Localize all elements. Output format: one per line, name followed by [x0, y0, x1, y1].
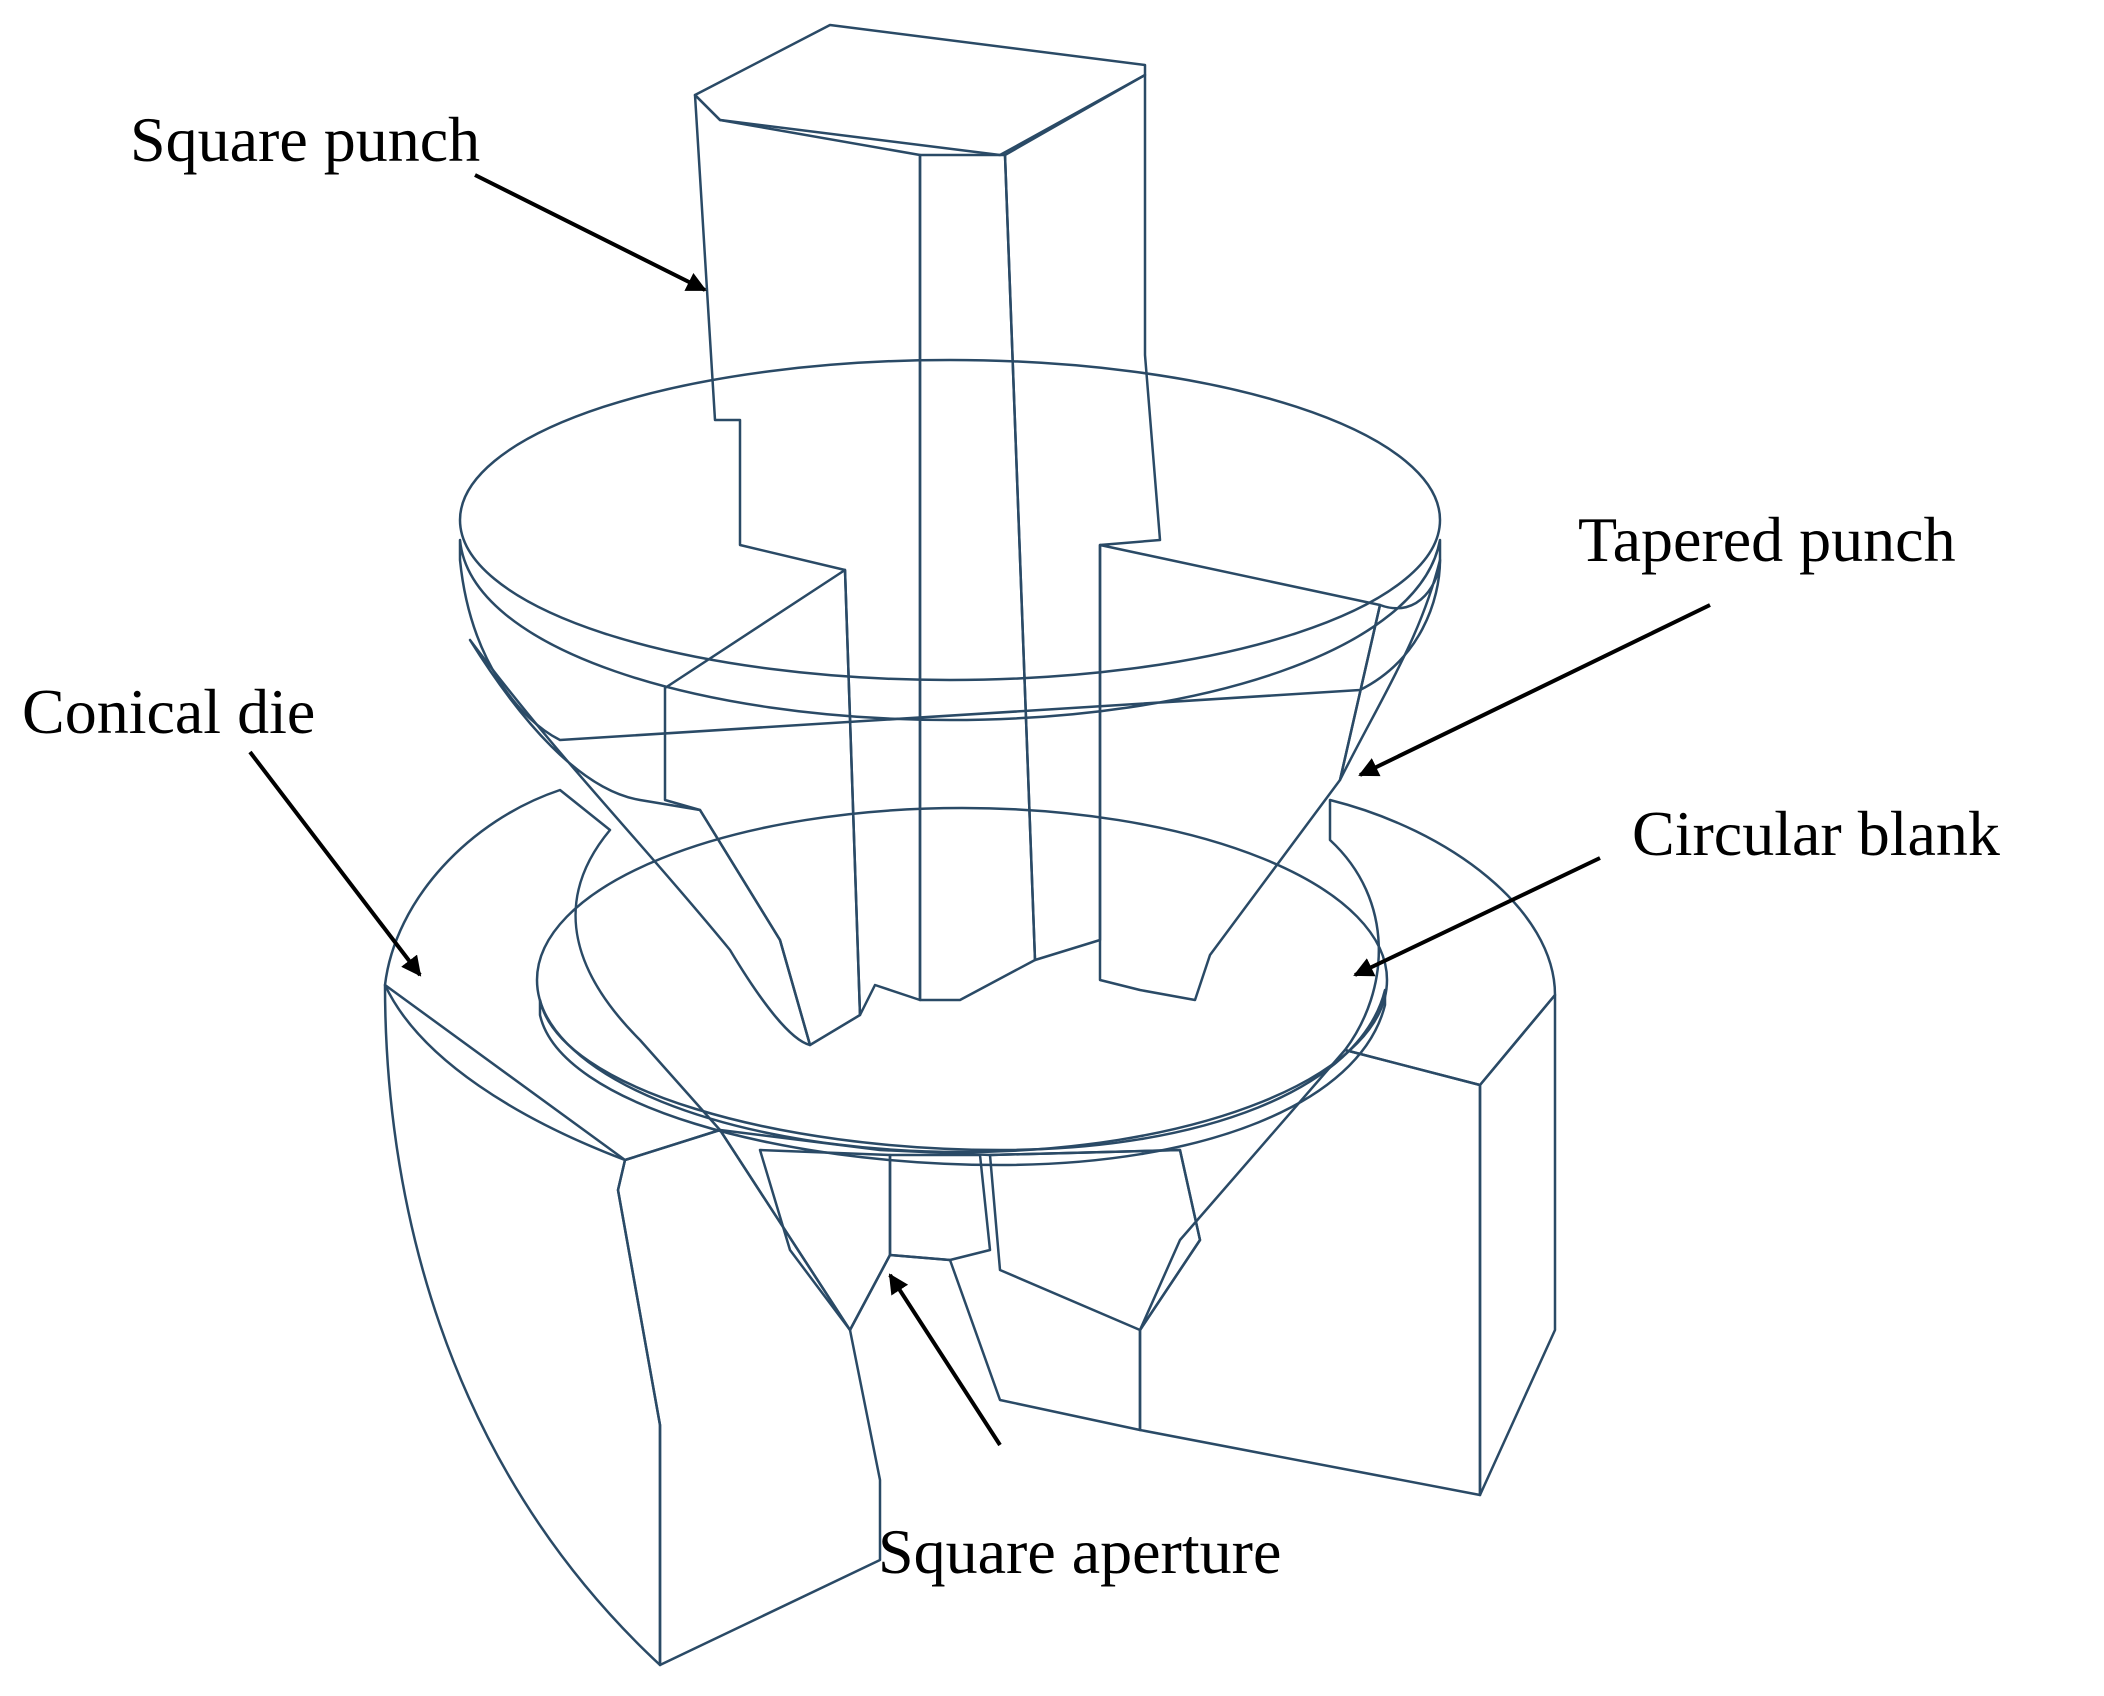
tapered-punch-face-right: [1098, 543, 1382, 1002]
tapered-punch-flange-top: [458, 358, 1442, 682]
label-circular-blank: Circular blank: [1632, 798, 2000, 869]
label-tapered-punch: Tapered punch: [1578, 504, 1956, 575]
square-aperture-face: [888, 1153, 992, 1262]
arrow-square-aperture: [888, 1273, 1002, 1447]
square-punch-center-face: [918, 153, 1037, 1002]
tapered-punch-flange-side: [458, 538, 1442, 742]
arrow-tapered-punch: [1358, 603, 1711, 777]
tapered-punch-cone-left: [468, 638, 812, 1047]
tapered-punch: [458, 358, 1442, 1047]
square-aperture-side: [758, 1148, 892, 1332]
die-right-cut-face: [1138, 1048, 1482, 1497]
square-punch-right-face: [1003, 73, 1162, 962]
arrow-conical-die: [248, 750, 422, 977]
die-left-wall: [383, 983, 662, 1667]
die-left-top: [383, 788, 722, 1162]
square-punch-left-face: [693, 93, 922, 1017]
label-square-punch: Square punch: [130, 104, 481, 175]
arrows: [248, 173, 1711, 1447]
label-conical-die: Conical die: [22, 676, 316, 747]
die-right-top: [1328, 798, 1557, 1087]
die-left-cut-face: [616, 1128, 882, 1667]
tapered-punch-cone-right: [1338, 558, 1442, 782]
blank-rim: [538, 988, 1387, 1167]
conical-die: [383, 788, 1557, 1667]
square-punch-top: [693, 23, 1147, 157]
blank-top: [535, 806, 1389, 1154]
tapered-punch-face-left: [663, 568, 862, 1047]
arrow-circular-blank: [1353, 856, 1601, 977]
arrow-square-punch: [474, 173, 707, 292]
square-punch: [693, 23, 1162, 1017]
square-aperture-right: [988, 1148, 1202, 1332]
circular-blank: [535, 806, 1389, 1167]
label-square-aperture: Square aperture: [878, 1516, 1282, 1587]
